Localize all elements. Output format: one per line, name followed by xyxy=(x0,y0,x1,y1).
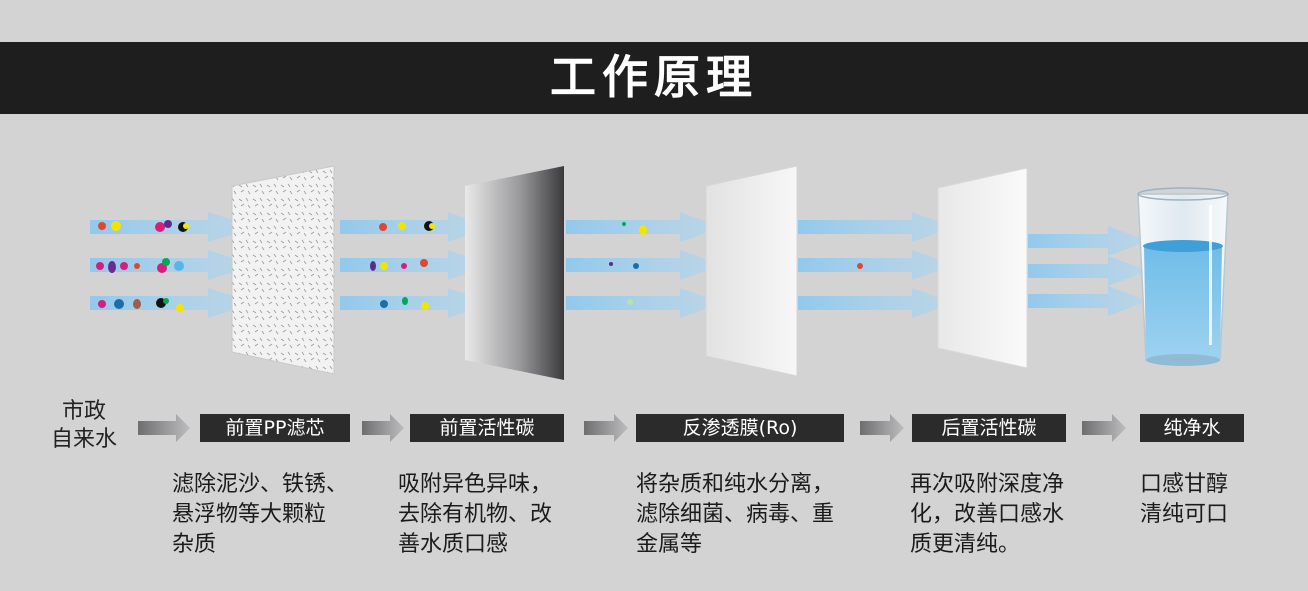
stage-label-pure-water: 纯净水 xyxy=(1140,414,1244,442)
flow-arrow xyxy=(90,288,256,318)
flow-arrow xyxy=(566,250,722,280)
ro-membrane-panel xyxy=(705,165,798,377)
stage-label-ro-membrane: 反渗透膜(Ro) xyxy=(636,414,844,442)
flow-arrow xyxy=(1028,286,1148,316)
flow-arrow xyxy=(1028,226,1148,256)
stage-label-pp-filter: 前置PP滤芯 xyxy=(200,414,350,442)
flow-arrow xyxy=(340,288,490,318)
flow-arrow xyxy=(90,250,256,280)
flow-arrow xyxy=(340,212,490,242)
glass-of-water xyxy=(1137,187,1229,366)
stage-description-ro-membrane: 将杂质和纯水分离， 滤除细菌、病毒、重 金属等 xyxy=(636,472,835,557)
process-connector-arrows xyxy=(138,414,1126,442)
flow-arrow xyxy=(90,212,256,242)
connector-arrow xyxy=(362,414,404,442)
flow-arrow xyxy=(1028,256,1148,286)
stage-label-pre-carbon: 前置活性碳 xyxy=(410,414,564,442)
title-bar xyxy=(0,42,1308,114)
post-carbon-panel xyxy=(937,167,1028,369)
flow-arrows-stage4 xyxy=(1028,226,1148,316)
impurity-particles xyxy=(96,220,863,312)
source-label-line2: 自来水 xyxy=(50,427,117,452)
pp-filter-panel xyxy=(231,165,335,375)
flow-arrow xyxy=(566,288,722,318)
flow-arrow xyxy=(340,250,490,280)
flow-arrow xyxy=(798,212,954,242)
flow-arrows-stage3 xyxy=(798,212,954,318)
page-title: 工作原理 xyxy=(550,50,758,104)
flow-arrow xyxy=(798,288,954,318)
flow-arrows-stage1 xyxy=(340,212,490,318)
carbon-filter-panel xyxy=(465,166,564,380)
stage-description-pp-filter: 滤除泥沙、铁锈、 悬浮物等大颗粒 杂质 xyxy=(172,472,349,557)
connector-arrow xyxy=(584,414,628,442)
stage-description-post-carbon: 再次吸附深度净 化，改善口感水 质更清纯。 xyxy=(910,472,1065,557)
source-label-line1: 市政 xyxy=(61,399,106,424)
stage-description-pure-water: 口感甘醇 清纯可口 xyxy=(1140,472,1229,527)
connector-arrow xyxy=(138,414,190,442)
source-water-label: 市政 自来水 xyxy=(36,398,132,454)
stage-description-pre-carbon: 吸附异色异味， 去除有机物、改 善水质口感 xyxy=(398,472,553,557)
connector-arrow xyxy=(1082,414,1126,442)
flow-arrows-stage0 xyxy=(90,212,256,318)
connector-arrow xyxy=(860,414,904,442)
flow-arrow xyxy=(798,250,954,280)
stage-label-post-carbon: 后置活性碳 xyxy=(912,414,1066,442)
